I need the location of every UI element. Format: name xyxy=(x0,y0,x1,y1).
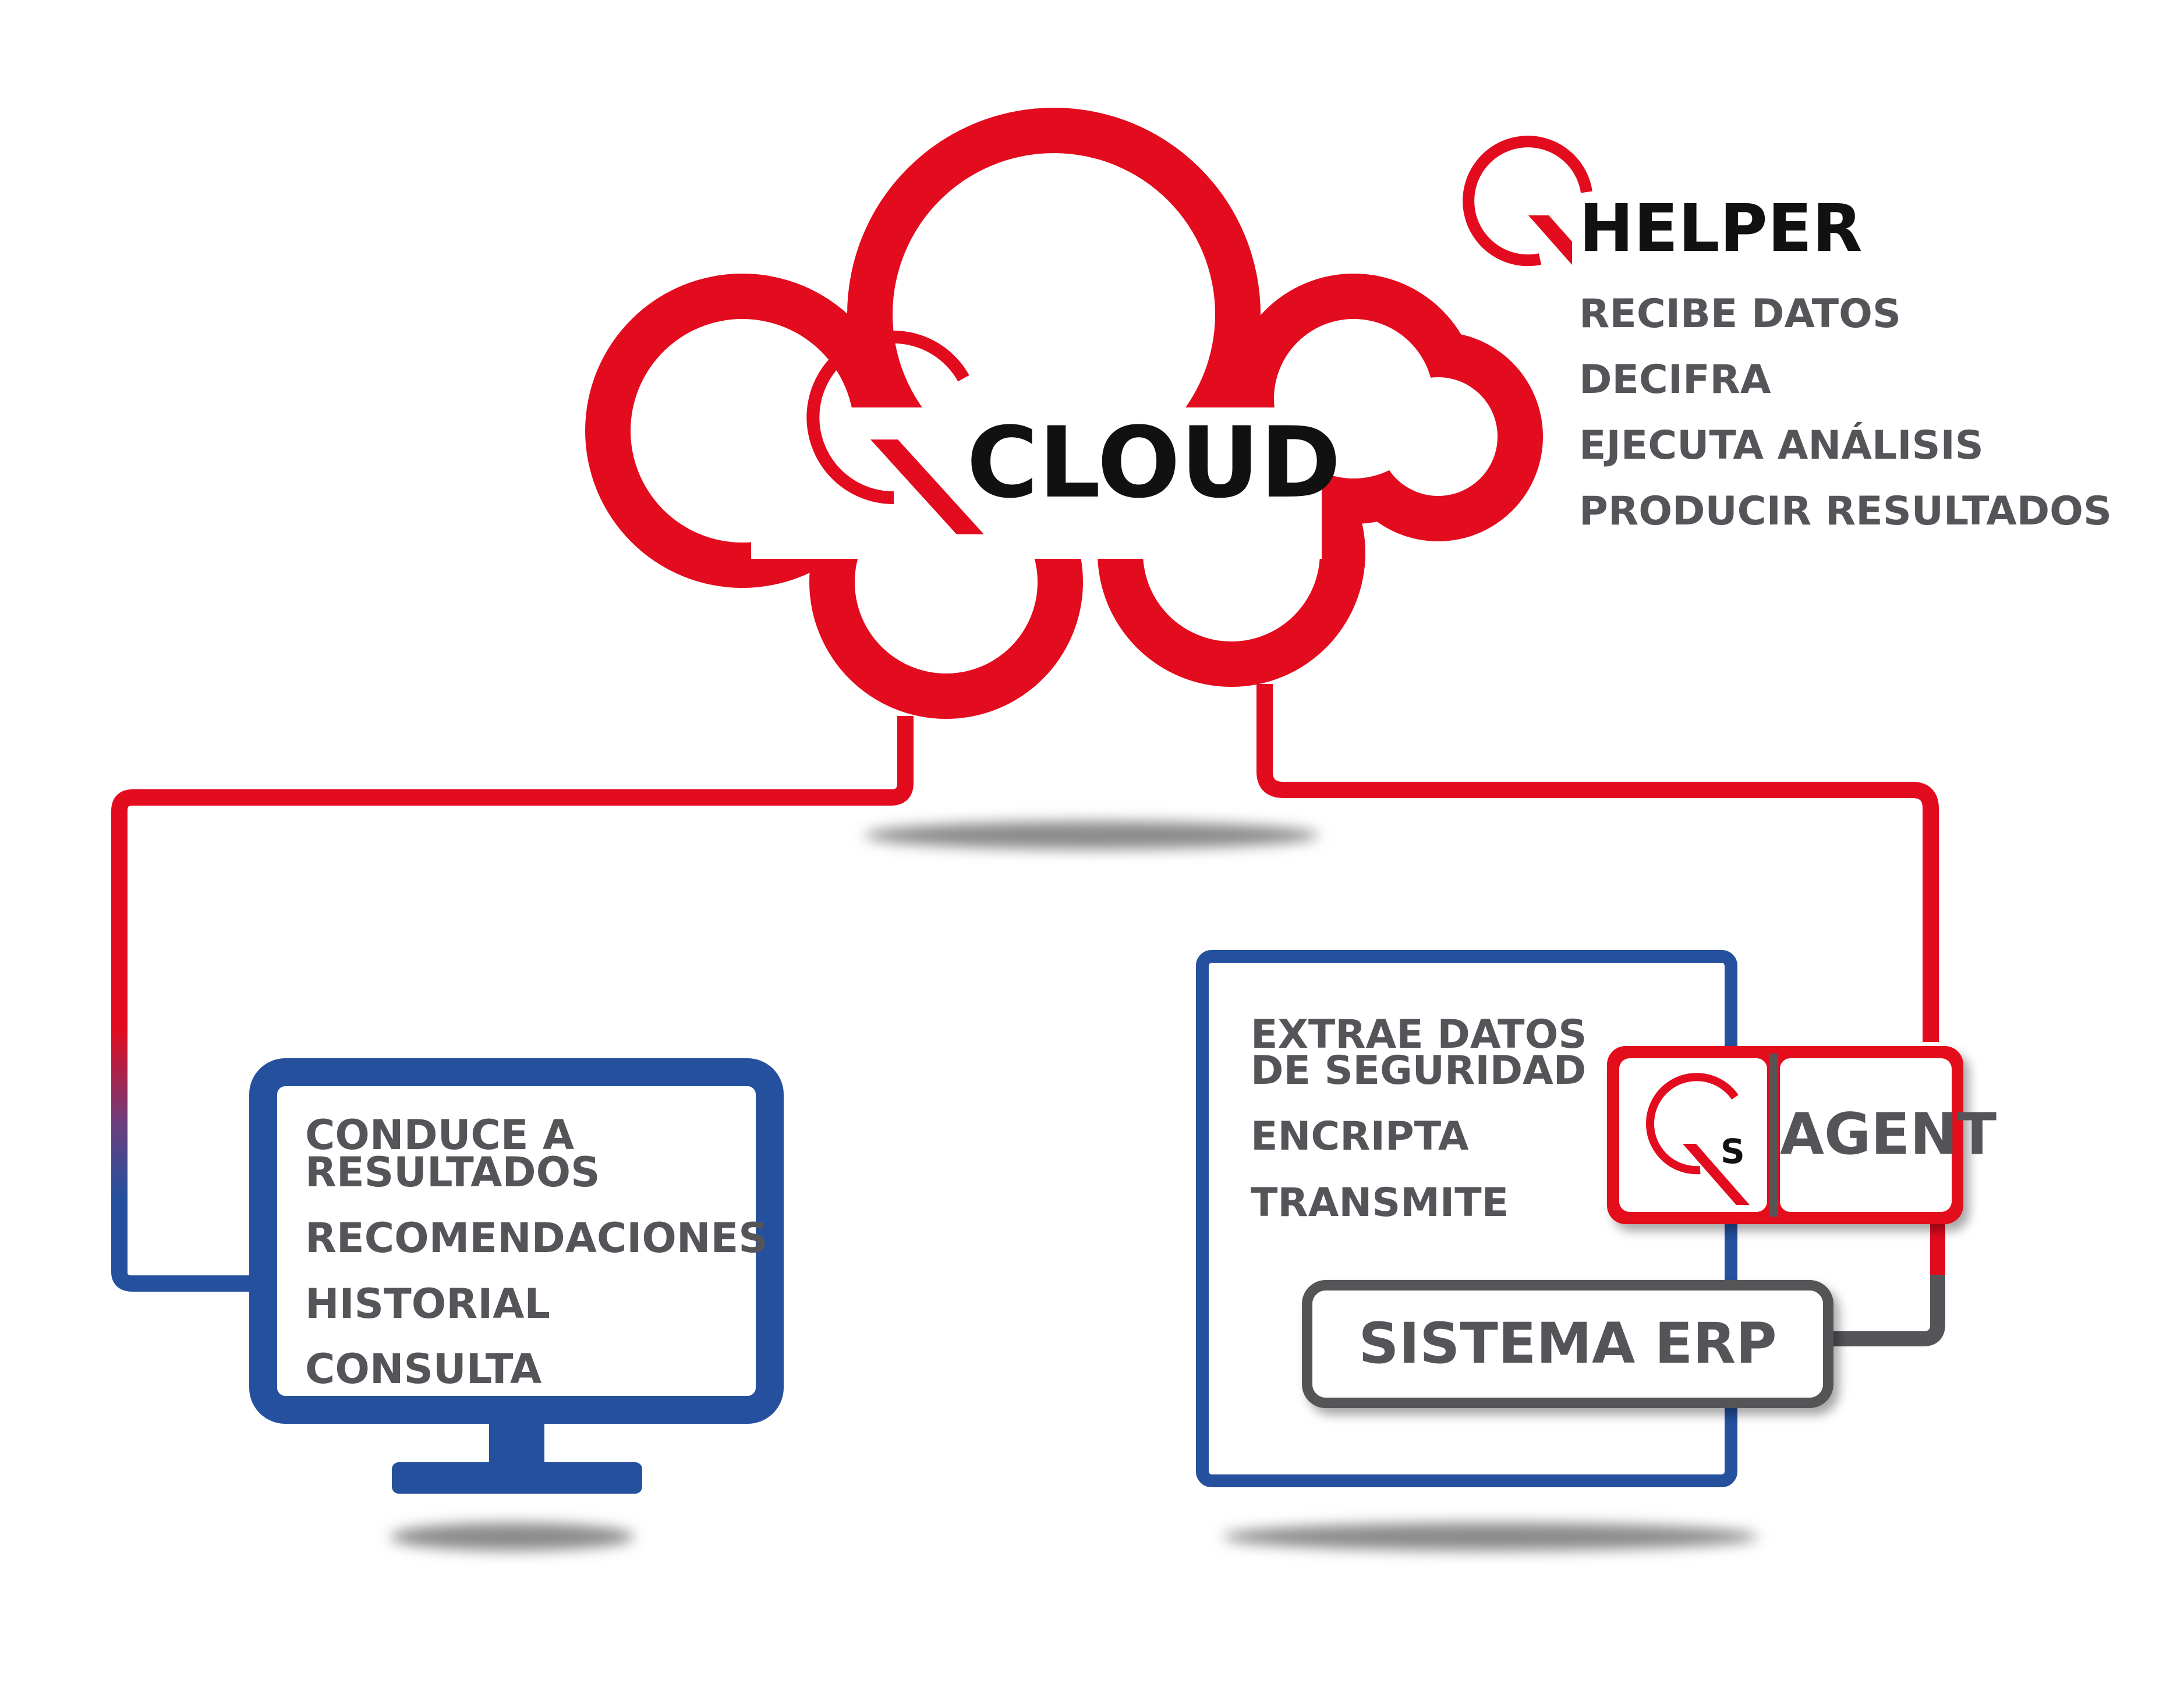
helper-title: HELPER xyxy=(1579,191,1863,267)
monitor-item: CONDUCE A RESULTADOS xyxy=(305,1111,600,1196)
server-shadow xyxy=(1223,1523,1758,1551)
helper-item: EJECUTA ANÁLISIS xyxy=(1579,423,1984,469)
cloud-to-monitor-line xyxy=(111,716,914,1292)
agent-logo-letter: S xyxy=(1721,1132,1745,1171)
monitor-shadow xyxy=(390,1523,635,1551)
server-item: EXTRAE DATOS DE SEGURIDAD xyxy=(1251,1012,1587,1094)
erp-box xyxy=(1302,1280,1833,1408)
agent-label: AGENT xyxy=(1780,1101,1997,1168)
helper-item: RECIBE DATOS xyxy=(1579,291,1901,337)
helper-item-list: RECIBE DATOS DECIFRA EJECUTA ANÁLISIS PR… xyxy=(1579,281,2112,544)
monitor-icon xyxy=(249,1058,784,1494)
cloud-to-agent-line xyxy=(1256,684,1939,1042)
server-item: TRANSMITE xyxy=(1251,1180,1509,1226)
helper-item: PRODUCIR RESULTADOS xyxy=(1579,488,2112,534)
monitor-item: HISTORIAL xyxy=(305,1280,551,1328)
cloud-shadow xyxy=(865,821,1319,849)
server-item: ENCRIPTA xyxy=(1251,1114,1469,1160)
cloud-shape xyxy=(585,108,1543,719)
erp-label: SISTEMA ERP xyxy=(1358,1311,1777,1376)
helper-q-logo-icon xyxy=(1463,136,1592,267)
agent-qs-logo-icon xyxy=(1646,1073,1750,1205)
cloud-title: CLOUD xyxy=(967,406,1341,520)
helper-item: DECIFRA xyxy=(1579,357,1771,403)
monitor-item: RECOMENDACIONES xyxy=(305,1214,768,1262)
cloud-q-logo-icon xyxy=(806,331,984,534)
monitor-item: CONSULTA xyxy=(305,1345,542,1393)
agent-to-erp-line xyxy=(1817,1224,1945,1346)
